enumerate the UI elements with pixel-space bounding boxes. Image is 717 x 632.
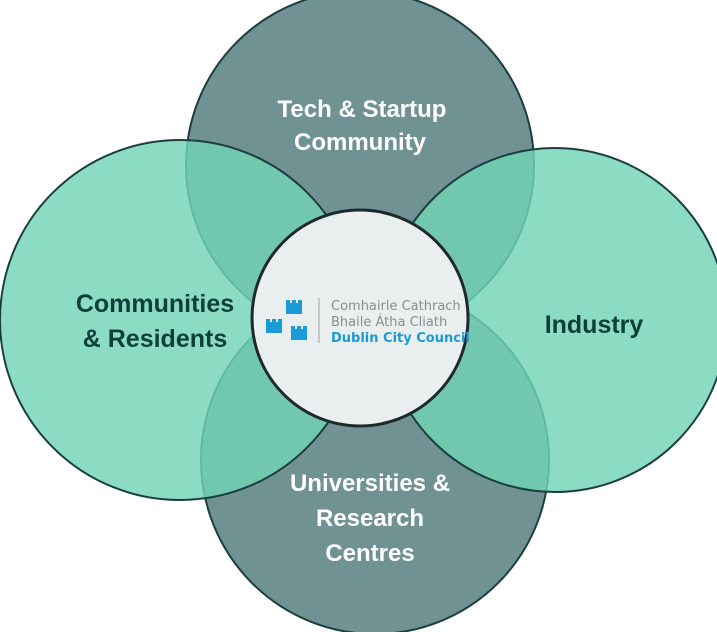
label-industry: Industry	[545, 311, 644, 339]
dcc-logo: Comhairle Cathrach Bhaile Átha Cliath Du…	[266, 298, 470, 346]
logo-line-irish-1: Comhairle Cathrach	[331, 299, 461, 314]
logo-line-irish-2: Bhaile Átha Cliath	[331, 314, 447, 330]
center-circle	[250, 208, 470, 428]
label-universities-line1: Universities &	[290, 470, 450, 497]
label-universities-line3: Centres	[325, 540, 414, 567]
castle-icon	[266, 300, 307, 340]
label-communities-line1: Communities	[76, 290, 234, 318]
label-tech-startup-line1: Tech & Startup	[278, 96, 447, 123]
logo-line-english: Dublin City Council	[331, 331, 470, 346]
label-universities-line2: Research	[316, 505, 424, 532]
label-communities-line2: & Residents	[83, 325, 227, 353]
label-tech-startup-line2: Community	[294, 129, 427, 156]
